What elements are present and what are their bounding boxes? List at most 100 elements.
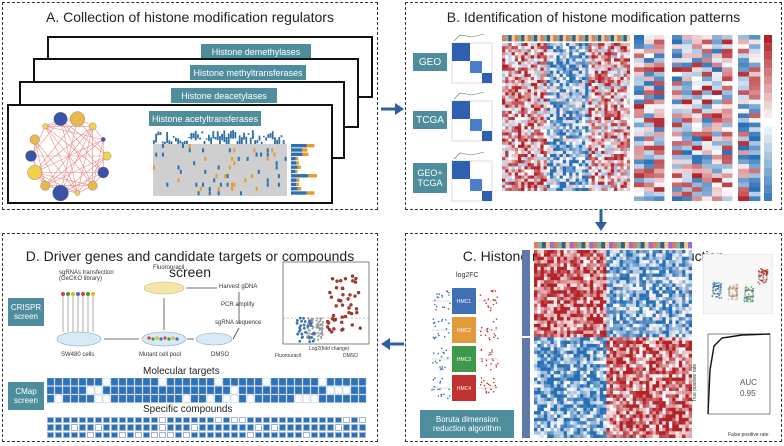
grid-cell: [271, 424, 278, 431]
factor-label: HMC3: [457, 357, 471, 363]
card-deacetylases-label: Histone deacetylases: [171, 88, 277, 103]
grid-cell: [167, 417, 174, 424]
sgrna-text: sgRNAs transfection (GeCKO library): [59, 270, 114, 282]
auc-label: AUC: [740, 378, 757, 387]
grid-cell: [279, 417, 286, 424]
grid-cell: [95, 424, 102, 431]
grid-cell: [335, 424, 342, 431]
molecular-targets-label: Molecular targets: [143, 366, 220, 377]
grid-cell: [63, 431, 70, 438]
grid-cell: [103, 424, 110, 431]
grid-cell: [303, 424, 310, 431]
cluster-heatmap-b: [634, 35, 772, 201]
consensus-matrices: [451, 33, 493, 202]
grid-cell: [119, 417, 126, 424]
grid-cell: [239, 431, 246, 438]
factor-label: HMC2: [457, 328, 471, 334]
grid-cell: [87, 424, 94, 431]
grid-cell: [119, 424, 126, 431]
grid-cell: [55, 431, 62, 438]
grid-cell: [279, 431, 286, 438]
grid-cell: [319, 424, 326, 431]
grid-cell: [159, 424, 166, 431]
grid-cell: [63, 424, 70, 431]
card-acetyltransferases: Histone acetyltransferases: [7, 104, 333, 204]
panel-a: A. Collection of histone modification re…: [2, 2, 378, 210]
grid-cell: [71, 431, 78, 438]
score-boxplot: [703, 254, 773, 314]
grid-cell: [255, 431, 262, 438]
grid-cell: [303, 431, 310, 438]
grid-cell: [127, 417, 134, 424]
factor-label: HMC4: [457, 386, 471, 392]
cmap-screen-label: CMap screen: [8, 382, 44, 410]
grid-cell: [239, 424, 246, 431]
grid-cell: [159, 431, 166, 438]
specific-compounds-grid: [47, 417, 367, 439]
grid-cell: [311, 424, 318, 431]
grid-cell: [327, 424, 334, 431]
grid-cell: [55, 424, 62, 431]
volcano-xlabel: Log2(fold change): [309, 346, 350, 352]
panel-b-title: B. Identification of histone modificatio…: [446, 9, 741, 25]
grid-cell: [167, 424, 174, 431]
grid-cell: [287, 417, 294, 424]
grid-cell: [343, 424, 350, 431]
network-graph: [25, 111, 112, 202]
grid-cell: [239, 417, 246, 424]
volcano-legend-dmso: DMSO: [343, 353, 358, 359]
grid-cell: [79, 417, 86, 424]
sw480-label: SW480 cells: [61, 352, 95, 358]
grid-cell: [311, 431, 318, 438]
grid-cell: [231, 417, 238, 424]
grid-cell: [335, 431, 342, 438]
panel-c: C. Histone modification score constructi…: [405, 233, 782, 442]
grid-cell: [47, 424, 54, 431]
grid-cell: [71, 417, 78, 424]
grid-cell: [271, 431, 278, 438]
grid-cell: [263, 431, 270, 438]
grid-cell: [159, 417, 166, 424]
grid-cell: [223, 431, 230, 438]
grid-cell: [319, 417, 326, 424]
molecular-targets-grid: [47, 378, 367, 403]
grid-cell: [351, 424, 358, 431]
card-demethylases-label: Histone demethylases: [201, 44, 311, 59]
grid-cell: [79, 424, 86, 431]
grid-cell: [199, 424, 206, 431]
roc-curve: [707, 333, 771, 415]
crispr-workflow: [56, 281, 240, 347]
grid-cell: [279, 424, 286, 431]
grid-cell: [167, 431, 174, 438]
roc-xlabel: False positive rate: [728, 432, 769, 438]
grid-cell: [231, 431, 238, 438]
grid-cell: [215, 431, 222, 438]
grid-cell: [111, 431, 118, 438]
grid-cell: [79, 431, 86, 438]
grid-cell: [295, 424, 302, 431]
grid-cell: [111, 417, 118, 424]
fluorouracil-label: Fluorouracil: [153, 265, 185, 271]
grid-cell: [287, 431, 294, 438]
panel-b: B. Identification of histone modificatio…: [405, 2, 782, 210]
grid-cell: [215, 417, 222, 424]
grid-cell: [327, 417, 334, 424]
panel-a-title: A. Collection of histone modification re…: [46, 9, 334, 25]
grid-cell: [231, 424, 238, 431]
grid-cell: [183, 424, 190, 431]
grid-cell: [343, 417, 350, 424]
harvest-label: Harvest gDNA: [219, 284, 258, 290]
grid-cell: [87, 431, 94, 438]
mutant-pool-label: Mutant cell pool: [139, 352, 182, 358]
grid-cell: [351, 431, 358, 438]
expression-heatmap-b: [502, 35, 630, 191]
arrow-b-to-c: [595, 209, 607, 231]
panel-d-title: D. Driver genes and candidate targets or…: [25, 248, 355, 280]
grid-cell: [135, 424, 142, 431]
grid-cell: [175, 417, 182, 424]
arrow-c-to-d: [381, 338, 404, 350]
grid-cell: [359, 417, 366, 424]
grid-cell: [127, 424, 134, 431]
grid-cell: [327, 431, 334, 438]
